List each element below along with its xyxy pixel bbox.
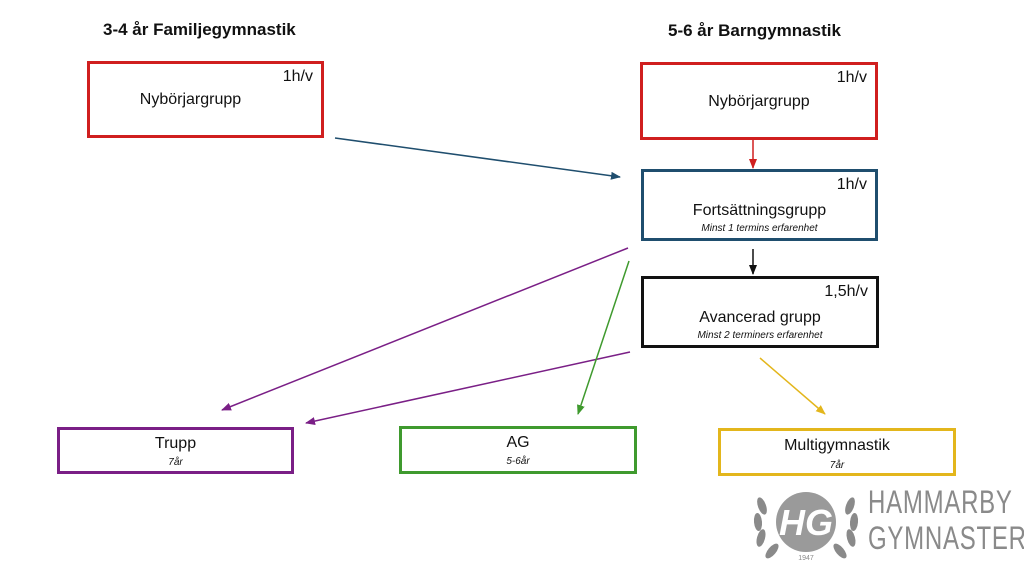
box-familj-nyborjargrupp: 1h/v Nybörjargrupp (87, 61, 324, 138)
group-name: Nybörjargrupp (708, 93, 810, 110)
box-barn-nyborjargrupp: 1h/v Nybörjargrupp (640, 62, 878, 140)
group-name: Nybörjargrupp (139, 91, 242, 108)
group-name: Trupp (154, 435, 197, 452)
arrow-familj-to-fortsattning (334, 137, 621, 180)
box-fortsattningsgrupp: 1h/v Fortsättningsgrupp Minst 1 termins … (641, 169, 878, 241)
arrow-fortsattning-to-ag (577, 260, 630, 415)
group-age: 7år (829, 460, 845, 471)
hammarby-gymnasterna-logo: HG 1947 HAMMARBY GYMNASTERNA (750, 484, 1024, 564)
logo-year: 1947 (798, 555, 814, 562)
duration-label: 1h/v (282, 68, 313, 85)
group-name: Fortsättningsgrupp (692, 202, 827, 219)
group-name: Multigymnastik (784, 437, 890, 454)
logo-monogram: HG (779, 502, 833, 543)
right-column-heading: 5-6 år Barngymnastik (668, 21, 841, 40)
left-column-heading: 3-4 år Familjegymnastik (103, 20, 296, 39)
arrow-avancerad-to-multi (759, 357, 826, 415)
logo-line-1: HAMMARBY (868, 484, 1013, 520)
box-multigymnastik: Multigymnastik 7år (718, 428, 956, 476)
box-ag: AG 5-6år (399, 426, 637, 474)
box-trupp: Trupp 7år (57, 427, 294, 474)
arrow-fortsattning-to-trupp (221, 247, 629, 411)
logo-line-2: GYMNASTERNA (868, 520, 1024, 556)
arrow-avancerad-to-trupp (305, 351, 631, 425)
group-age: 7år (168, 457, 183, 468)
box-avancerad-grupp: 1,5h/v Avancerad grupp Minst 2 terminers… (641, 276, 879, 348)
duration-label: 1h/v (836, 69, 867, 86)
group-age: 5-6år (506, 456, 530, 467)
laurel-emblem-icon: HG 1947 (753, 492, 859, 562)
group-name: Avancerad grupp (699, 309, 821, 326)
group-name: AG (506, 434, 530, 451)
duration-label: 1h/v (836, 176, 867, 193)
group-note: Minst 1 termins erfarenhet (701, 223, 818, 234)
duration-label: 1,5h/v (824, 283, 868, 300)
group-note: Minst 2 terminers erfarenhet (697, 330, 823, 341)
